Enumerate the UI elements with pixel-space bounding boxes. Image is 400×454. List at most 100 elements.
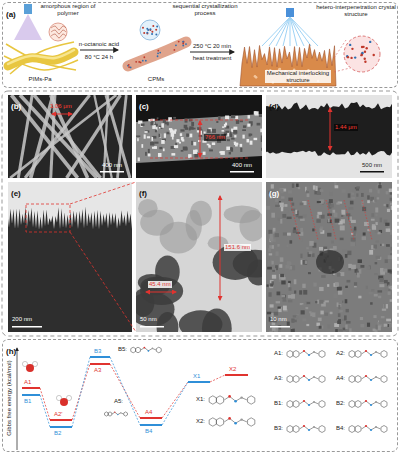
illustration-part: [138, 157, 140, 161]
structure-label: B4:: [336, 425, 345, 432]
illustration-part: [151, 33, 153, 35]
illustration-part: [278, 307, 281, 309]
illustration-part: [353, 232, 355, 236]
illustration-part: [274, 312, 278, 316]
illustration-part: [308, 429, 310, 431]
illustration-part: [108, 412, 112, 416]
molecule-structure: [287, 400, 325, 408]
illustration-part: [124, 412, 128, 416]
illustration-part: [248, 115, 251, 118]
illustration-part: [157, 117, 159, 119]
illustration-part: [287, 217, 292, 219]
illustration-part: [344, 36, 380, 72]
illustration-part: [326, 200, 336, 240]
illustration-part: [388, 269, 392, 272]
illustration-part: [308, 404, 310, 406]
illustration-part: [136, 135, 140, 137]
illustration-part: [280, 274, 284, 277]
illustration-part: [212, 142, 215, 145]
annotation-label: hetero-interpenetration crystal structur…: [316, 4, 396, 17]
illustration-part: [331, 241, 334, 244]
illustration-part: [162, 382, 188, 418]
illustration-part: [158, 153, 162, 157]
illustration-part: [50, 419, 72, 421]
illustration-part: [348, 264, 352, 268]
illustration-part: [136, 114, 262, 163]
illustration-part: [267, 312, 271, 315]
illustration-part: [296, 314, 299, 319]
illustration-part: [375, 351, 377, 353]
sem-image: [8, 95, 132, 178]
illustration-part: [350, 57, 352, 59]
illustration-part: [242, 135, 244, 139]
illustration-part: [340, 238, 344, 240]
illustration-part: [230, 148, 233, 152]
molecule-structure: [131, 347, 161, 353]
illustration-part: [281, 196, 284, 198]
illustration-part: [272, 328, 276, 331]
state-label: A2': [54, 411, 62, 418]
illustration-part: [309, 308, 312, 313]
illustration-part: [225, 123, 227, 126]
illustration-part: [128, 42, 186, 66]
illustration-part: [390, 247, 392, 251]
illustration-part: [313, 283, 316, 287]
panel-label: (h): [3, 346, 19, 358]
illustration-part: [375, 231, 378, 233]
illustration-part: [160, 222, 198, 254]
illustration-part: [247, 139, 250, 142]
illustration-part: [148, 149, 150, 153]
illustration-part: [270, 326, 290, 328]
illustration-part: [178, 41, 180, 43]
illustration-part: [281, 277, 285, 280]
illustration-part: [144, 347, 146, 349]
illustration-part: [335, 185, 339, 188]
illustration-part: [157, 55, 159, 57]
condition-label: 250 °C 20 min: [193, 43, 231, 50]
illustration-part: [288, 281, 291, 284]
illustration-part: [173, 117, 176, 119]
structure-label: B5:: [118, 346, 127, 353]
illustration-part: [145, 152, 147, 156]
illustration-part: [272, 270, 275, 272]
illustration-part: [379, 284, 384, 287]
molecule-structure: [287, 425, 325, 433]
illustration-part: [289, 266, 292, 270]
scale-bar-label: 500 nm: [362, 162, 382, 169]
illustration-part: [159, 147, 162, 149]
illustration-part: [51, 26, 66, 30]
scale-bar-label: 400 nm: [232, 162, 252, 169]
illustration-part: [149, 29, 151, 31]
illustration-part: [8, 95, 132, 178]
figure-panel: (g): [266, 182, 392, 332]
illustration-part: [355, 376, 361, 383]
illustration-part: [156, 347, 161, 353]
illustration-part: [308, 379, 310, 381]
illustration-part: [266, 284, 268, 286]
illustration-part: [192, 128, 196, 130]
illustration-part: [283, 17, 290, 46]
illustration-part: [142, 27, 144, 29]
illustration-part: [191, 141, 193, 145]
illustration-part: [155, 130, 157, 133]
tem-image: [8, 182, 132, 332]
illustration-part: [210, 375, 225, 382]
panel-label: (e): [8, 188, 24, 200]
illustration-part: [184, 147, 188, 150]
illustration-part: [381, 351, 387, 358]
illustration-part: [387, 209, 390, 212]
illustration-part: [270, 304, 274, 307]
illustration-part: [144, 134, 146, 138]
illustration-part: [240, 418, 242, 420]
illustration-part: [375, 376, 377, 378]
illustration-part: [336, 202, 340, 204]
illustration-part: [364, 61, 366, 63]
illustration-part: [287, 261, 291, 265]
illustration-part: [319, 247, 323, 251]
illustration-part: [300, 228, 303, 232]
illustration-part: [303, 400, 305, 402]
illustration-part: [222, 126, 224, 128]
illustration-part: [374, 273, 378, 275]
illustration-part: [376, 256, 381, 259]
illustration-part: [290, 17, 318, 46]
